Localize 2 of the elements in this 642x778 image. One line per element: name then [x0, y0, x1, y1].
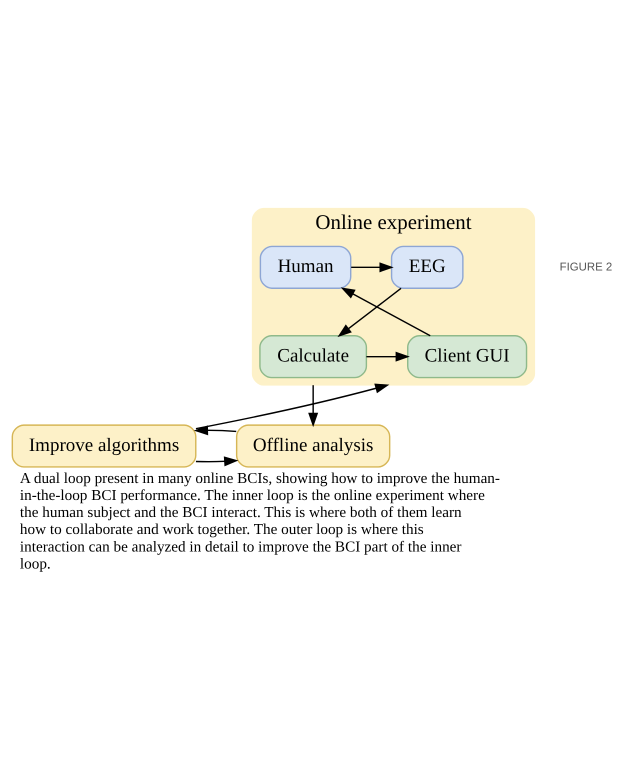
- caption: A dual loop present in many online BCIs, showing how to improve the human-in-the-loop BCI performance. The inner loop is the online experiment where the human subject and the BCI interact. This is where both of them learn how to collaborate and work together. The outer loop is where this interaction can be analyzed in detail to improve the BCI part of the inner loop.: [20, 470, 500, 572]
- label: FIGURE 2: [560, 261, 612, 274]
